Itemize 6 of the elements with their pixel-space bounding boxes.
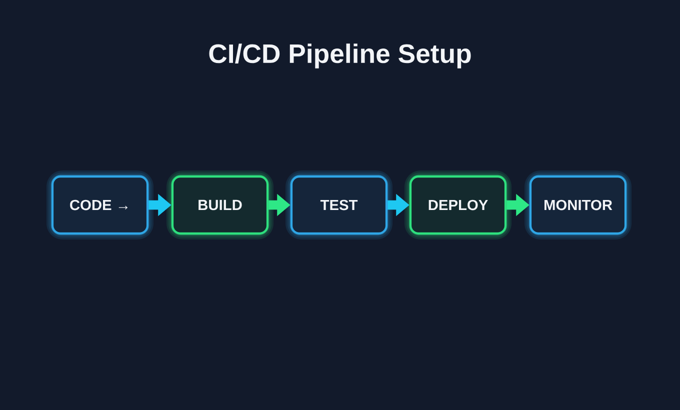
process-box: TEST: [286, 170, 392, 240]
title: CI/CD Pipeline Setup: [209, 44, 471, 68]
process-box: BUILD: [166, 170, 274, 240]
process-box: CODE →: [46, 170, 154, 240]
process-box: DEPLOY: [404, 170, 512, 240]
process-box: MONITOR: [524, 170, 632, 240]
